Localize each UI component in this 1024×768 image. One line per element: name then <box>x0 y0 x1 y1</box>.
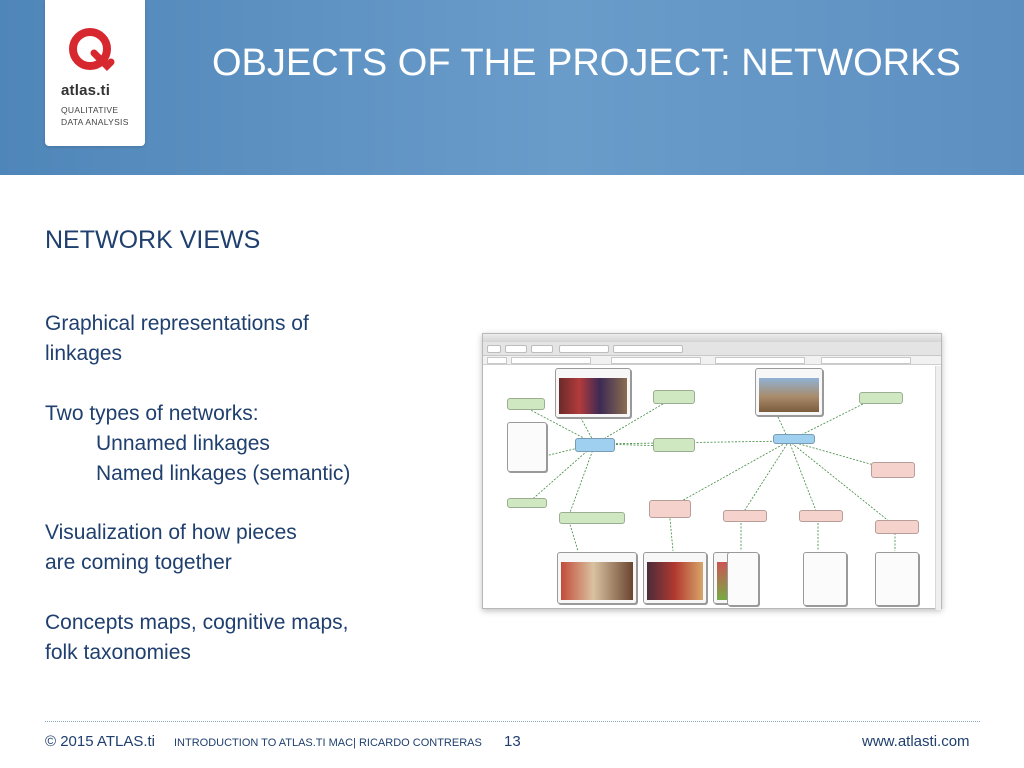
screenshot-toolbar <box>483 342 941 356</box>
network-code-node <box>859 392 903 404</box>
atlas-ti-logo: atlas.ti QUALITATIVE DATA ANALYSIS <box>45 0 145 146</box>
screenshot-toolbar-button <box>559 345 609 353</box>
screenshot-toolbar-button <box>613 345 683 353</box>
screenshot-filter-bar <box>483 356 941 365</box>
slide-header: atlas.ti QUALITATIVE DATA ANALYSIS OBJEC… <box>0 0 1024 175</box>
screenshot-toolbar-button <box>531 345 553 353</box>
logo-tagline: QUALITATIVE DATA ANALYSIS <box>61 104 141 128</box>
photo-thumbnail <box>559 378 627 414</box>
network-image-node <box>557 552 637 604</box>
screenshot-filter-field <box>611 357 701 364</box>
screenshot-filter-field <box>487 357 507 364</box>
bullet-line: Graphical representations of <box>45 312 309 335</box>
network-quotation-node <box>727 552 759 606</box>
screenshot-filter-field <box>715 357 805 364</box>
screenshot-toolbar-button <box>505 345 527 353</box>
screenshot-toolbar-button <box>487 345 501 353</box>
footer-divider <box>45 721 980 722</box>
bullet-graphical-representations: Graphical representations of linkages <box>45 309 445 369</box>
network-code-node <box>507 498 547 508</box>
network-code-node <box>575 438 615 452</box>
bullet-visualization: Visualization of how pieces are coming t… <box>45 518 445 578</box>
network-image-node <box>643 552 707 604</box>
bullet-network-types: Two types of networks: Unnamed linkages … <box>45 399 445 489</box>
screenshot-filter-field <box>511 357 591 364</box>
bullet-line: Visualization of how pieces <box>45 521 297 544</box>
sub-bullet-unnamed: Unnamed linkages <box>96 432 270 455</box>
bullet-line: folk taxonomies <box>45 641 191 664</box>
network-canvas <box>483 366 937 610</box>
footer-course-title: INTRODUCTION TO ATLAS.TI MAC| RICARDO CO… <box>174 737 482 749</box>
sub-bullet-named: Named linkages (semantic) <box>96 462 351 485</box>
network-image-node <box>755 368 823 416</box>
network-code-node <box>559 512 625 524</box>
footer-page-number: 13 <box>504 733 521 750</box>
screenshot-filter-field <box>821 357 911 364</box>
photo-thumbnail <box>561 562 633 600</box>
logo-wordmark: atlas.ti <box>61 82 111 99</box>
network-code-node <box>723 510 767 522</box>
slide-title: OBJECTS OF THE PROJECT: NETWORKS <box>212 42 961 84</box>
footer-website: www.atlasti.com <box>862 733 970 750</box>
network-code-node <box>871 462 915 478</box>
network-quotation-node <box>507 422 547 472</box>
atlas-logo-icon <box>69 28 115 71</box>
bullet-line: Concepts maps, cognitive maps, <box>45 611 349 634</box>
logo-tagline-line2: DATA ANALYSIS <box>61 117 129 127</box>
network-code-node <box>773 434 815 444</box>
screenshot-window-titlebar <box>483 334 941 342</box>
photo-thumbnail <box>759 378 819 412</box>
network-links <box>522 375 896 552</box>
network-view-screenshot <box>482 333 942 610</box>
network-image-node <box>555 368 631 418</box>
screenshot-scrollbar <box>935 366 941 610</box>
bullet-line: Two types of networks: <box>45 402 259 425</box>
footer-copyright: © 2015 ATLAS.ti <box>45 733 156 750</box>
network-code-node <box>507 398 545 410</box>
network-code-node <box>649 500 691 518</box>
network-code-node <box>653 390 695 404</box>
network-quotation-node <box>875 552 919 606</box>
network-quotation-node <box>803 552 847 606</box>
network-code-node <box>799 510 843 522</box>
section-heading: NETWORK VIEWS <box>45 226 261 254</box>
photo-thumbnail <box>647 562 703 600</box>
bullet-line: are coming together <box>45 551 232 574</box>
network-code-node <box>875 520 919 534</box>
bullet-line: linkages <box>45 342 123 365</box>
network-code-node <box>653 438 695 452</box>
logo-tagline-line1: QUALITATIVE <box>61 105 119 115</box>
bullet-concept-maps: Concepts maps, cognitive maps, folk taxo… <box>45 608 445 668</box>
